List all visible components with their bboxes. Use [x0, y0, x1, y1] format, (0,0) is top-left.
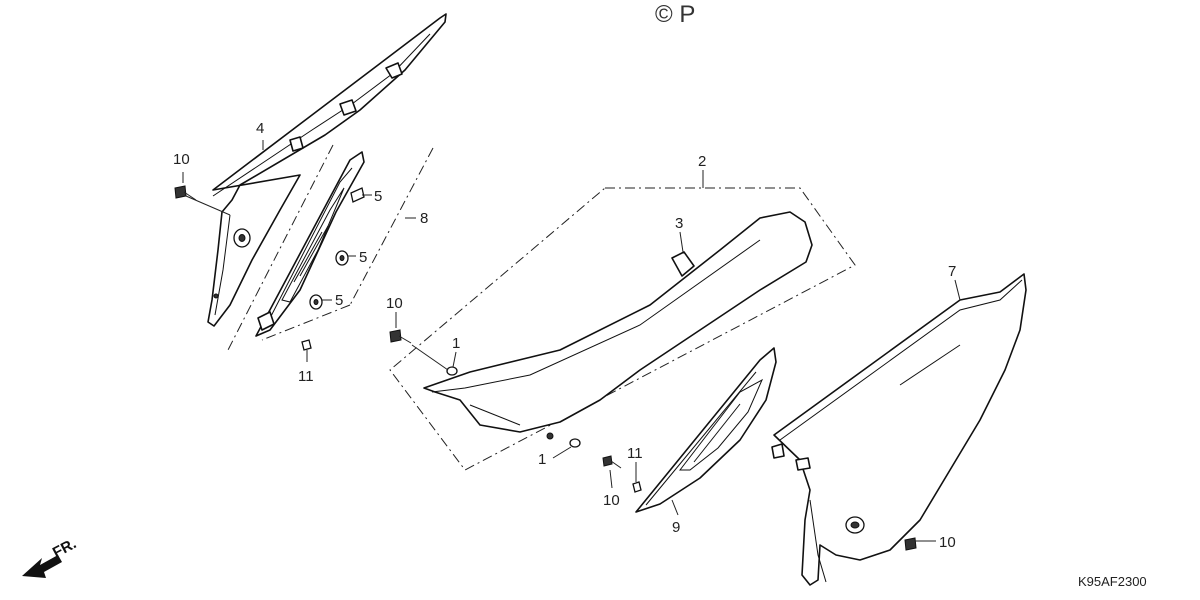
callout-8: 8 — [420, 210, 428, 227]
callout-2: 2 — [698, 153, 706, 170]
callout-9: 9 — [672, 519, 680, 536]
part-1-dampers — [446, 366, 581, 448]
callout-1-bottom: 1 — [538, 451, 546, 468]
callout-7: 7 — [948, 263, 956, 280]
diagram-code: K95AF2300 — [1078, 574, 1147, 589]
watermark: © P — [655, 1, 695, 28]
part-7-side-cover — [771, 273, 1027, 586]
callout-5-middle: 5 — [359, 249, 367, 266]
callout-10-center: 10 — [603, 492, 620, 509]
callout-10-seat: 10 — [386, 295, 403, 312]
part-2-seat — [423, 211, 813, 440]
part-5-grommets — [309, 187, 365, 310]
callout-5-bottom: 5 — [335, 292, 343, 309]
callout-3: 3 — [675, 215, 683, 232]
part-4-rear-cover — [207, 13, 447, 327]
callout-1-top: 1 — [452, 335, 460, 352]
front-arrow: FR. — [22, 535, 79, 578]
callout-4: 4 — [256, 120, 264, 137]
part-8-grille-left — [255, 151, 365, 337]
callout-11-left: 11 — [298, 368, 314, 385]
part-11-screws — [301, 339, 642, 493]
panel-group-line-right — [349, 147, 434, 306]
panel-group-line-left — [227, 144, 334, 351]
callout-10-right: 10 — [939, 534, 956, 551]
leader-lines — [182, 140, 961, 542]
callout-5-top: 5 — [374, 188, 382, 205]
callout-labels: 4 10 5 8 5 5 11 10 1 2 3 1 11 10 9 7 10 — [173, 120, 956, 551]
callout-10-left: 10 — [173, 151, 190, 168]
panel-group-line-bottom — [261, 304, 351, 341]
part-10-bolts — [174, 185, 917, 551]
callout-11-right: 11 — [627, 445, 643, 462]
seat-group-outline — [389, 187, 856, 471]
part-9-grille-right — [635, 347, 777, 513]
